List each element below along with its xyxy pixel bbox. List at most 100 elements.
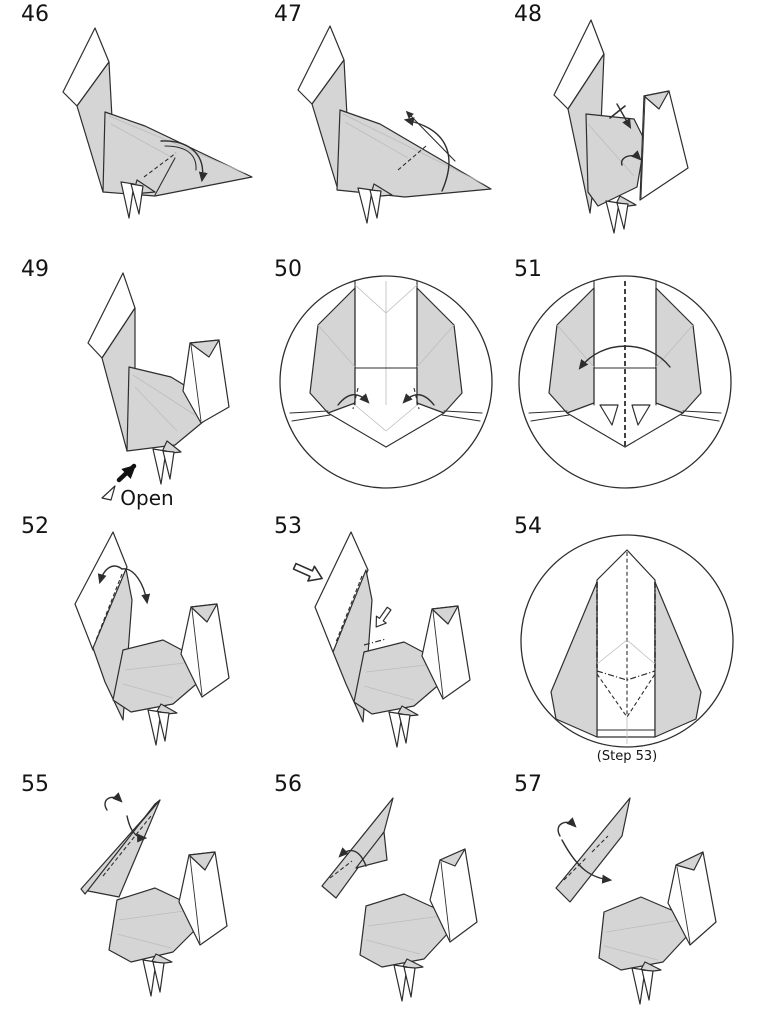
legs — [142, 953, 173, 997]
edge-line — [528, 410, 568, 414]
step-50-panel: 50 — [258, 255, 510, 509]
flaps — [548, 287, 702, 414]
step-48-panel: 48 — [498, 0, 750, 254]
step-51-panel: 51 — [498, 255, 750, 509]
legs — [393, 958, 424, 1002]
fold-line — [413, 387, 420, 410]
paper-facet — [336, 109, 492, 198]
leg — [641, 969, 654, 1001]
step-51-figure — [518, 275, 732, 489]
leg — [616, 202, 629, 230]
arrow-path — [164, 145, 197, 171]
arrow-path — [405, 110, 456, 162]
step-47-figure — [297, 25, 492, 224]
crease-line — [655, 324, 694, 368]
paper-facet — [585, 113, 646, 207]
rotate-arrow-icon — [620, 150, 642, 166]
step-46-panel: 46 — [5, 0, 257, 254]
crease-line — [132, 374, 196, 416]
step-50-figure — [279, 275, 493, 489]
crease-line — [108, 115, 246, 174]
step-number: 52 — [21, 514, 49, 539]
edge-line — [385, 412, 445, 448]
step-number: 49 — [21, 257, 49, 282]
leg — [599, 404, 619, 426]
head-facet — [439, 848, 466, 867]
paper-facet — [555, 797, 631, 903]
head-facet — [643, 90, 670, 110]
arrow-path — [104, 792, 123, 811]
step-52-figure — [74, 531, 230, 746]
fold-arrow-icon — [403, 110, 456, 192]
step-number: 57 — [514, 772, 542, 797]
leg — [120, 181, 135, 219]
arrow-path — [338, 847, 367, 867]
crease-line — [134, 386, 178, 432]
legs — [605, 195, 637, 234]
paper-facet — [598, 896, 689, 971]
arrow-path — [561, 839, 613, 884]
paper-facet — [74, 531, 128, 651]
fold-line — [596, 673, 656, 718]
edge-line — [432, 610, 444, 698]
step-number: 48 — [514, 2, 542, 27]
edge-line — [566, 412, 626, 448]
edge-line — [640, 97, 646, 199]
step-number: 56 — [274, 772, 302, 797]
crease-line — [603, 945, 659, 961]
hollow-arrow — [375, 606, 392, 628]
crease-line — [122, 683, 174, 699]
leg — [388, 711, 403, 748]
body — [108, 887, 200, 963]
tail — [321, 797, 394, 899]
leg — [357, 187, 373, 224]
paper-facet — [108, 887, 200, 963]
edge-line — [680, 414, 720, 422]
center-column — [556, 280, 694, 447]
leg — [369, 189, 382, 219]
step-number: 47 — [274, 2, 302, 27]
edge-line — [189, 856, 201, 944]
arrow-path — [126, 815, 148, 843]
body — [598, 896, 689, 971]
crease-line — [587, 123, 635, 177]
paper-facet — [102, 111, 253, 197]
fold-unfold-arrow-icon — [97, 565, 151, 605]
open-label: Open — [120, 486, 174, 510]
leg — [403, 966, 416, 998]
step-49-panel: 49 Open — [5, 255, 257, 510]
legs — [152, 440, 182, 485]
fold-line — [591, 835, 609, 853]
neck — [182, 339, 230, 424]
fold-line — [143, 152, 177, 178]
fold-line — [335, 575, 363, 643]
head-facet — [188, 851, 216, 871]
crease-line — [365, 663, 435, 673]
crease-line — [605, 919, 681, 933]
edge-line — [327, 412, 387, 448]
step-number: 46 — [21, 2, 49, 27]
rotate-arrow-icon — [104, 792, 123, 811]
step-56-panel: 56 — [258, 770, 510, 1024]
crease-line — [367, 915, 442, 927]
step-52-panel: 52 — [5, 512, 257, 766]
fold-arrow-icon — [160, 140, 208, 183]
head-facet — [431, 605, 459, 625]
crease-line — [596, 639, 656, 665]
paper-facet — [112, 639, 202, 713]
fold-line — [596, 670, 656, 681]
arrow-path — [578, 345, 671, 370]
step-55-figure — [80, 792, 228, 997]
leg — [142, 959, 157, 997]
rotate-arrow-icon — [557, 817, 577, 837]
arrow-path — [402, 393, 435, 406]
fold-line — [563, 857, 587, 881]
crease-line — [344, 121, 409, 159]
legs — [388, 705, 419, 748]
step-53-panel: 53 — [258, 512, 510, 766]
body — [353, 641, 443, 715]
paper-facet — [550, 581, 598, 738]
bottom-diamond — [566, 404, 684, 448]
body — [102, 111, 253, 197]
crease-line — [342, 113, 485, 185]
